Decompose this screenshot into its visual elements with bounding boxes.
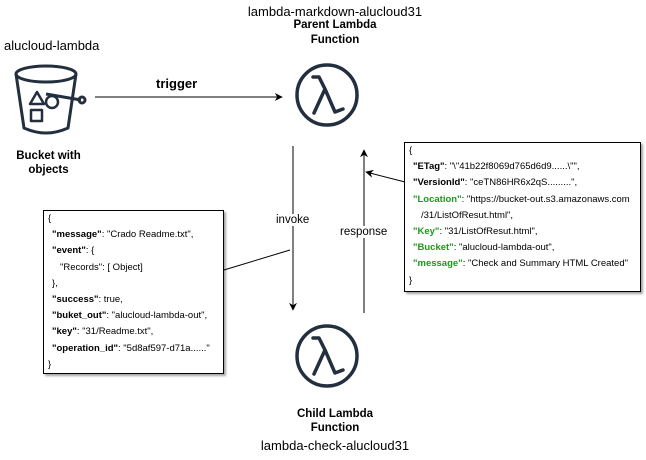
lambda-icon bbox=[285, 313, 381, 409]
request-payload-line: "operation_id": "5d8af597-d71a......" bbox=[48, 341, 219, 357]
response-payload-key: "Key" bbox=[413, 226, 440, 238]
invoke-label: invoke bbox=[276, 214, 310, 226]
parent-lambda-label-line2: Function bbox=[310, 34, 360, 46]
request-payload-line: "Records": [ Object] bbox=[48, 260, 219, 276]
response-payload-value: : "ceTN86HR6x2qS.........", bbox=[464, 177, 578, 189]
trigger-label: trigger bbox=[156, 76, 198, 91]
response-payload-line: "Key": "31/ListOfResut.html", bbox=[409, 224, 636, 240]
response-payload-value: : "alucloud-lambda-out", bbox=[453, 242, 555, 254]
child-lambda-label-line2: Function bbox=[310, 422, 360, 434]
parent-lambda-name: lambda-markdown-alucloud31 bbox=[247, 4, 423, 19]
request-payload-line: "buket_out": "alucloud-lambda-out", bbox=[48, 308, 219, 324]
response-payload-key: "message" bbox=[413, 258, 463, 270]
response-payload-line: "ETag": "\"41b22f8069d765d6d9......\"", bbox=[409, 159, 636, 175]
bucket-label-line2: objects bbox=[28, 164, 69, 176]
request-payload-key: "key" bbox=[52, 326, 77, 338]
request-payload-line: }, bbox=[48, 276, 219, 292]
request-payload-line: "success": true, bbox=[48, 292, 219, 308]
response-payload-key: "Bucket" bbox=[413, 242, 454, 254]
response-payload-close-brace: } bbox=[409, 274, 413, 286]
parent-lambda-label-line1: Parent Lambda bbox=[293, 19, 377, 31]
request-payload-value: : "5d8af597-d71a......" bbox=[118, 342, 210, 354]
response-payload-box: {"ETag": "\"41b22f8069d765d6d9......\"",… bbox=[404, 142, 641, 292]
bucket-label-line1: Bucket with bbox=[16, 150, 81, 162]
request-payload-line: "message": "Crado Readme.txt", bbox=[48, 227, 219, 243]
request-payload-value: : "alucloud-lambda-out", bbox=[106, 310, 208, 322]
child-lambda-label-line1: Child Lambda bbox=[296, 408, 374, 420]
response-payload-key: "Location" bbox=[413, 193, 462, 205]
child-lambda-name: lambda-check-alucloud31 bbox=[260, 438, 410, 453]
bucket-name: alucloud-lambda bbox=[4, 38, 100, 53]
request-payload-line: "key": "31/Readme.txt", bbox=[48, 324, 219, 340]
request-payload-value: : "Crado Readme.txt", bbox=[101, 229, 194, 241]
response-payload-line: /31/ListOfResut.html", bbox=[409, 208, 636, 224]
response-payload-line: "message": "Check and Summary HTML Creat… bbox=[409, 256, 636, 272]
request-payload-value: : "31/Readme.txt", bbox=[76, 326, 154, 338]
request-payload-pointer bbox=[223, 249, 291, 271]
response-payload-pointer bbox=[365, 169, 406, 183]
response-payload-value: : "Check and Summary HTML Created" bbox=[462, 258, 628, 270]
request-payload-value: : { bbox=[85, 245, 95, 257]
request-payload-value: : true, bbox=[98, 294, 123, 306]
response-payload-line: "Bucket": "alucloud-lambda-out", bbox=[409, 240, 636, 256]
s3-bucket-icon bbox=[0, 52, 93, 145]
request-payload-box: {"message": "Crado Readme.txt","event": … bbox=[43, 210, 224, 374]
response-payload-value: /31/ListOfResut.html", bbox=[421, 209, 514, 221]
request-payload-key: "message" bbox=[52, 229, 102, 241]
lambda-icon bbox=[285, 50, 381, 146]
request-payload-key: "operation_id" bbox=[52, 342, 119, 354]
request-payload-open-brace: { bbox=[48, 213, 52, 224]
response-label: response bbox=[340, 226, 388, 238]
response-payload-value: : "https://bucket-out.s3.amazonaws.com bbox=[461, 193, 630, 205]
request-payload-close-brace: } bbox=[48, 358, 52, 370]
response-payload-open-brace: { bbox=[409, 145, 413, 156]
request-payload-value: }, bbox=[52, 277, 58, 289]
response-payload-key: "VersionId" bbox=[413, 177, 465, 189]
request-payload-key: "event" bbox=[52, 245, 86, 257]
response-payload-value: : "31/ListOfResut.html", bbox=[439, 226, 538, 238]
response-payload-line: "Location": "https://bucket-out.s3.amazo… bbox=[409, 192, 636, 208]
request-payload-key: "success" bbox=[52, 294, 99, 306]
response-payload-value: : "\"41b22f8069d765d6d9......\"", bbox=[444, 161, 580, 173]
request-payload-value: "Records": [ Object] bbox=[60, 261, 143, 273]
response-payload-key: "ETag" bbox=[413, 161, 445, 173]
request-payload-line: "event": { bbox=[48, 243, 219, 259]
request-payload-key: "buket_out" bbox=[52, 310, 107, 322]
response-payload-line: "VersionId": "ceTN86HR6x2qS.........", bbox=[409, 175, 636, 191]
